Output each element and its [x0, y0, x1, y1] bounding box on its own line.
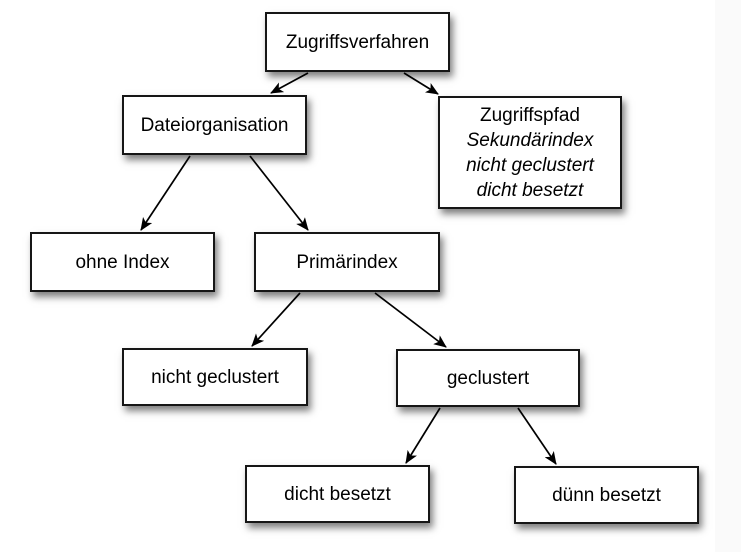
- edge-primaerindex-to-geclustert: [374, 292, 447, 348]
- edge-zugriffsverfahren-to-zugriffspfad: [403, 72, 439, 95]
- page-right-margin-strip: [715, 0, 741, 552]
- node-zugriffspfad-label: dicht besetzt: [476, 179, 584, 201]
- edge-geclustert-to-duenn-besetzt: [517, 407, 557, 465]
- node-primaerindex-label: Primärindex: [296, 251, 398, 273]
- node-ohne-index: ohne Index: [30, 232, 215, 292]
- edge-dateiorganisation-to-primaerindex: [249, 155, 309, 231]
- edge-dateiorganisation-to-ohne-index: [140, 155, 191, 231]
- edge-zugriffsverfahren-to-dateiorganisation: [270, 72, 309, 94]
- node-nicht-geclustert-label: nicht geclustert: [151, 366, 279, 388]
- node-dateiorganisation-label: Dateiorganisation: [140, 114, 289, 136]
- node-ohne-index-label: ohne Index: [75, 251, 170, 273]
- node-dateiorganisation: Dateiorganisation: [122, 95, 307, 155]
- edge-primaerindex-to-nicht-geclustert: [251, 292, 301, 347]
- node-zugriffsverfahren-label: Zugriffsverfahren: [285, 31, 430, 53]
- node-dicht-besetzt: dicht besetzt: [245, 465, 430, 523]
- node-duenn-besetzt: dünn besetzt: [514, 466, 699, 524]
- node-zugriffspfad-label: nicht geclustert: [466, 154, 594, 176]
- node-geclustert: geclustert: [396, 349, 580, 407]
- node-zugriffspfad-label: Zugriffspfad: [480, 104, 580, 126]
- node-duenn-besetzt-label: dünn besetzt: [552, 484, 661, 506]
- edge-geclustert-to-dicht-besetzt: [405, 407, 441, 464]
- node-zugriffspfad-label: Sekundärindex: [466, 129, 594, 151]
- node-nicht-geclustert: nicht geclustert: [122, 348, 308, 406]
- node-zugriffsverfahren: Zugriffsverfahren: [265, 12, 450, 72]
- node-primaerindex: Primärindex: [254, 232, 440, 292]
- node-dicht-besetzt-label: dicht besetzt: [284, 483, 391, 505]
- node-geclustert-label: geclustert: [446, 367, 530, 389]
